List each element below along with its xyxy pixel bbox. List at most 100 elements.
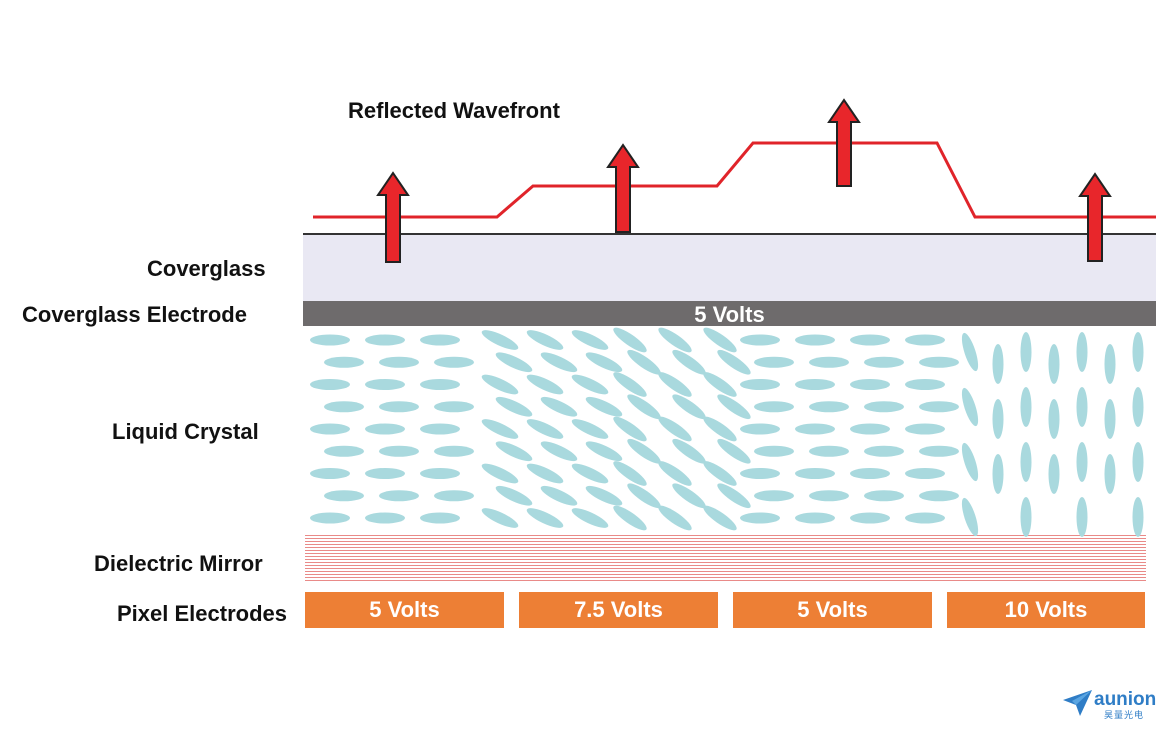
up-arrow-icon (376, 171, 410, 263)
liquid-crystal-molecule (672, 394, 706, 420)
liquid-crystal-molecule (1104, 454, 1116, 494)
liquid-crystal-molecule (754, 490, 794, 502)
liquid-crystal-molecule (585, 441, 623, 462)
coverglass-voltage: 5 Volts (694, 302, 765, 327)
liquid-crystal-molecule (1020, 442, 1032, 482)
liquid-crystal-molecule (754, 401, 794, 413)
liquid-crystal-molecule (919, 490, 959, 502)
liquid-crystal-molecule (310, 334, 350, 346)
liquid-crystal-molecule (992, 399, 1004, 439)
liquid-crystal-molecules (310, 327, 1144, 537)
liquid-crystal-molecule (585, 485, 623, 506)
liquid-crystal-molecule (919, 445, 959, 457)
liquid-crystal-molecule (324, 401, 364, 413)
pixel-electrode: 5 Volts (305, 592, 504, 628)
liquid-crystal-molecule (905, 379, 945, 390)
liquid-crystal-molecule (1076, 497, 1088, 537)
liquid-crystal-molecule (310, 379, 350, 390)
liquid-crystal-molecule (1104, 344, 1116, 384)
liquid-crystal-molecule (754, 356, 794, 368)
liquid-crystal-molecule (434, 445, 474, 457)
liquid-crystal-molecule (703, 461, 737, 486)
liquid-crystal-molecule (850, 468, 890, 479)
liquid-crystal-molecule (809, 356, 849, 368)
liquid-crystal-molecule (571, 463, 609, 484)
liquid-crystal-molecule (585, 352, 623, 373)
liquid-crystal-molecule (571, 508, 609, 528)
liquid-crystal-molecule (658, 372, 692, 397)
liquid-crystal-molecule (658, 327, 692, 353)
liquid-crystal-molecule (526, 330, 564, 350)
liquid-crystal-molecule (717, 483, 751, 509)
liquid-crystal-molecule (495, 396, 533, 417)
liquid-crystal-molecule (526, 374, 564, 395)
liquid-crystal-molecule (365, 379, 405, 390)
pixel-voltage: 5 Volts (797, 597, 868, 622)
pixel-voltage: 7.5 Volts (574, 597, 663, 622)
pixel-electrodes-label: Pixel Electrodes (117, 601, 287, 626)
pixel-electrode: 5 Volts (733, 592, 932, 628)
liquid-crystal-molecule (905, 423, 945, 435)
liquid-crystal-molecule (754, 445, 794, 457)
liquid-crystal-molecule (961, 332, 979, 372)
liquid-crystal-molecule (627, 483, 661, 509)
liquid-crystal-molecule (795, 379, 835, 390)
liquid-crystal-molecule (1076, 442, 1088, 482)
liquid-crystal-molecule (795, 423, 835, 435)
liquid-crystal-molecule (1048, 344, 1060, 384)
liquid-crystal-molecule (420, 423, 460, 435)
liquid-crystal-molecule (585, 396, 623, 417)
liquid-crystal-molecule (850, 379, 890, 390)
liquid-crystal-molecule (571, 374, 609, 395)
liquid-crystal-molecule (420, 512, 460, 524)
liquid-crystal-molecule (809, 445, 849, 457)
liquid-crystal-molecule (495, 352, 533, 373)
liquid-crystal-molecule (365, 512, 405, 524)
liquid-crystal-molecule (961, 442, 979, 482)
liquid-crystal-molecule (365, 468, 405, 479)
pixel-voltage: 10 Volts (1004, 597, 1088, 622)
liquid-crystal-molecule (526, 508, 564, 528)
liquid-crystal-molecule (905, 468, 945, 479)
liquid-crystal-molecule (992, 454, 1004, 494)
liquid-crystal-molecule (717, 438, 751, 464)
liquid-crystal-molecule (658, 461, 692, 486)
liquid-crystal-molecule (420, 334, 460, 346)
brand-logo-text: aunion (1094, 689, 1157, 710)
liquid-crystal-molecule (1020, 332, 1032, 372)
diagram-title: Reflected Wavefront (348, 98, 560, 123)
liquid-crystal-molecule (627, 394, 661, 420)
coverglass-label: Coverglass (147, 256, 266, 281)
liquid-crystal-molecule (481, 419, 519, 439)
liquid-crystal-molecule (365, 423, 405, 435)
liquid-crystal-molecule (434, 401, 474, 413)
liquid-crystal-molecule (1076, 332, 1088, 372)
liquid-crystal-molecule (1048, 454, 1060, 494)
pixel-electrode: 10 Volts (947, 592, 1145, 628)
liquid-crystal-molecule (495, 485, 533, 506)
liquid-crystal-molecule (850, 334, 890, 346)
liquid-crystal-molecule (795, 334, 835, 346)
liquid-crystal-molecule (1020, 387, 1032, 427)
liquid-crystal-molecule (809, 401, 849, 413)
liquid-crystal-molecule (434, 490, 474, 502)
liquid-crystal-molecule (703, 505, 737, 531)
liquid-crystal-molecule (379, 356, 419, 368)
liquid-crystal-molecule (1020, 497, 1032, 537)
paper-plane-icon (1063, 690, 1092, 716)
up-arrow-icon (1078, 172, 1112, 262)
liquid-crystal-molecule (1132, 387, 1144, 427)
liquid-crystal-molecule (540, 441, 578, 462)
liquid-crystal-molecule (627, 438, 661, 464)
liquid-crystal-molecule (961, 497, 979, 537)
liquid-crystal-molecule (365, 334, 405, 346)
reflected-wavefront-line (313, 141, 1156, 219)
liquid-crystal-molecule (1048, 399, 1060, 439)
liquid-crystal-molecule (495, 441, 533, 462)
liquid-crystal-molecule (379, 401, 419, 413)
liquid-crystal-molecule (324, 490, 364, 502)
liquid-crystal-molecule (540, 485, 578, 506)
liquid-crystal-molecule (672, 483, 706, 509)
liquid-crystal-molecule (310, 468, 350, 479)
